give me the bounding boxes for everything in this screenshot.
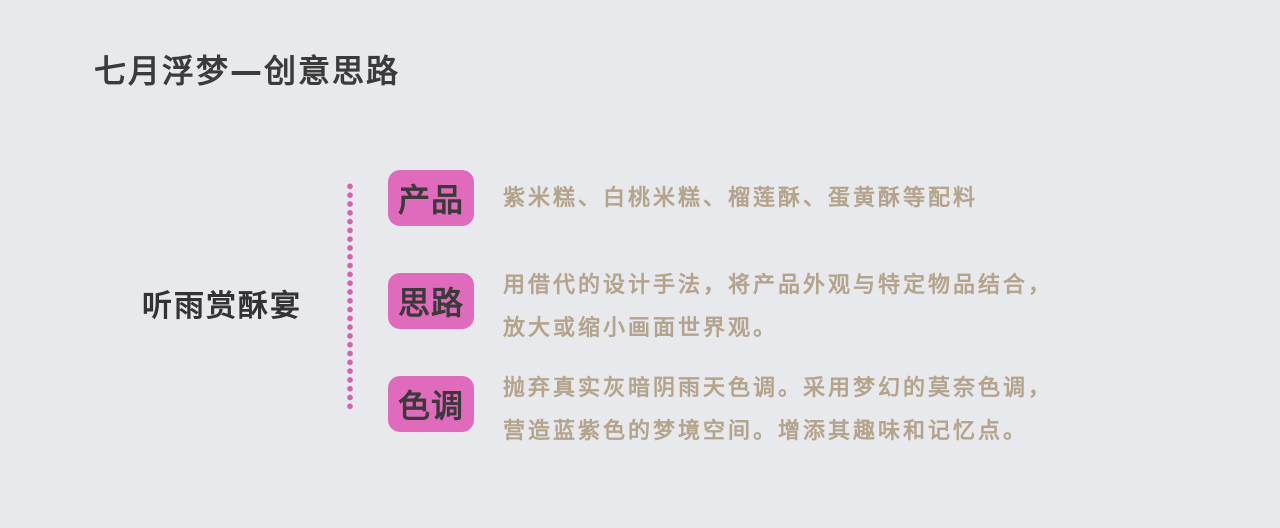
row-tone-description: 抛弃真实灰暗阴雨天色调。采用梦幻的莫奈色调， 营造蓝紫色的梦境空间。增添其趣味和…	[503, 367, 1053, 453]
section-title: 听雨赏酥宴	[142, 289, 302, 324]
page-title: 七月浮梦—创意思路	[94, 52, 401, 90]
row-idea-description: 用借代的设计手法，将产品外观与特定物品结合， 放大或缩小画面世界观。	[503, 264, 1053, 350]
badge-idea: 思路	[388, 273, 474, 329]
row-product-description: 紫米糕、白桃米糕、榴莲酥、蛋黄酥等配料	[503, 177, 978, 220]
description-line: 放大或缩小画面世界观。	[503, 316, 779, 341]
description-line: 抛弃真实灰暗阴雨天色调。采用梦幻的莫奈色调，	[503, 376, 1054, 401]
dotted-divider	[346, 182, 354, 412]
badge-tone: 色调	[388, 376, 474, 432]
description-line: 营造蓝紫色的梦境空间。增添其趣味和记忆点。	[503, 419, 1029, 444]
description-line: 用借代的设计手法，将产品外观与特定物品结合，	[503, 273, 1054, 298]
description-line: 紫米糕、白桃米糕、榴莲酥、蛋黄酥等配料	[503, 186, 979, 211]
badge-product: 产品	[388, 170, 474, 226]
